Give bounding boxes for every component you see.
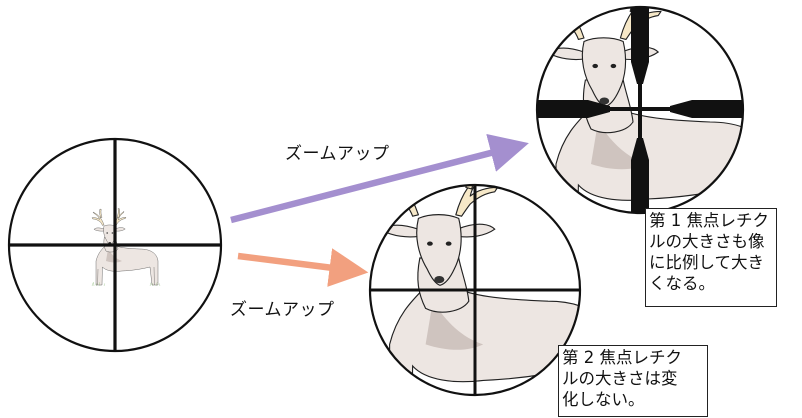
zoom-up-label-upper: ズームアップ bbox=[285, 144, 390, 164]
sfp-note-line: 第 2 焦点レチク bbox=[562, 348, 682, 367]
sfp-note-line: ルの大きさは変 bbox=[562, 369, 678, 388]
ffp-note: 第 1 焦点レチク ルの大きさも像 に比例して大き くなる。 bbox=[645, 208, 777, 307]
ffp-note-line: に比例して大き bbox=[649, 253, 765, 272]
sfp-note: 第 2 焦点レチク ルの大きさは変 化しない。 bbox=[558, 345, 708, 417]
zoom-up-label-lower: ズームアップ bbox=[230, 300, 335, 320]
zoom-arrow-lower bbox=[237, 248, 369, 287]
scope-top-right bbox=[535, 5, 745, 215]
ffp-note-line: 第 1 焦点レチク bbox=[649, 211, 769, 230]
zoom-arrow-upper bbox=[230, 133, 529, 224]
scope-bottom-center bbox=[368, 183, 582, 397]
ffp-note-line: くなる。 bbox=[649, 274, 715, 293]
scope-left bbox=[7, 137, 223, 353]
sfp-note-line: 化しない。 bbox=[562, 390, 645, 409]
ffp-note-line: ルの大きさも像 bbox=[649, 232, 765, 251]
ffp-reticle bbox=[537, 7, 743, 213]
